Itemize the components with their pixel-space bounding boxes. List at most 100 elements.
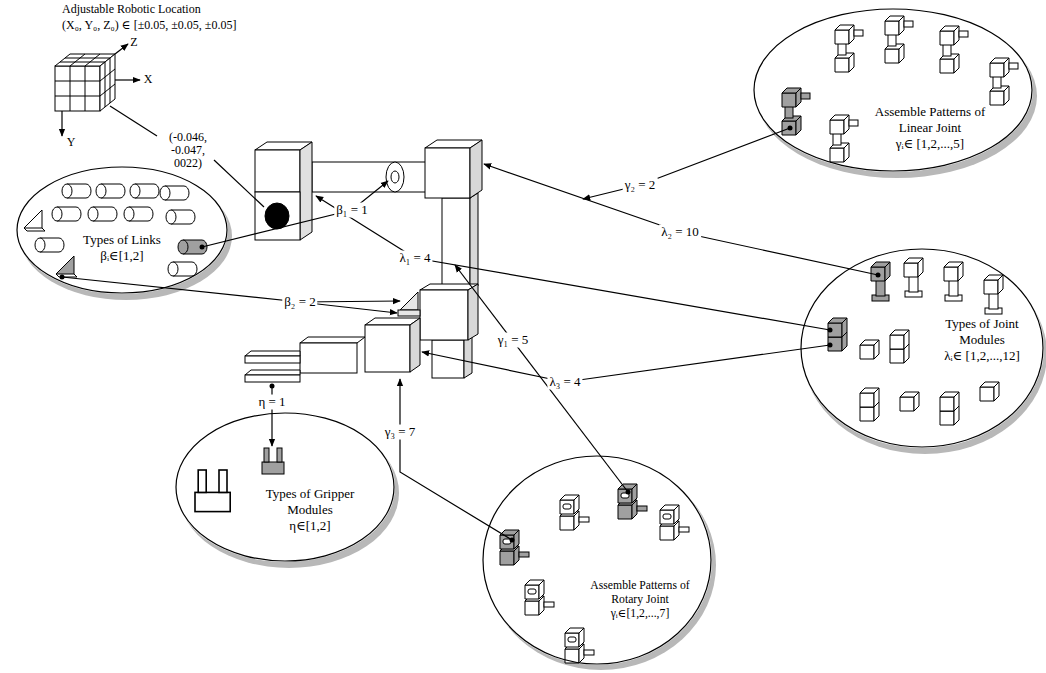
joint-module-icon: [944, 262, 963, 301]
callout-value: η = 1: [256, 395, 287, 410]
link-icon: [160, 186, 189, 200]
callout-value: λ₂ = 10: [659, 225, 701, 240]
y-axis: [61, 111, 62, 136]
link-icon: [88, 207, 117, 221]
location-grid: [55, 54, 115, 111]
ellipse-text: Assemble Patterns of Linear Jointγᵢ∈ [1,…: [849, 104, 1011, 152]
callout-ellipse: Assemble Patterns of Linear Jointγᵢ∈ [1,…: [753, 8, 1033, 172]
link-icon: [62, 184, 91, 198]
ellipse-text: Types of Joint Modulesλᵢ∈ [1,2,...,12]: [916, 316, 1046, 364]
ellipse-outline: [16, 166, 228, 294]
range-formula: η∈[1,2]: [289, 518, 330, 534]
leader-line: [400, 379, 512, 540]
callout-ellipse: Types of Joint Modulesλᵢ∈ [1,2,...,12]: [800, 248, 1044, 448]
callout-value: β₂ = 2: [282, 295, 317, 310]
gripper-icons: [195, 448, 284, 512]
coordinate-label: (-0.046, -0.047, 0022): [163, 131, 213, 170]
link-icon: [52, 207, 81, 221]
leader-line: [110, 106, 157, 136]
leader-line: [583, 128, 790, 199]
ellipse-outline: [176, 413, 394, 561]
link-icon: [56, 256, 77, 277]
x-axis: [115, 79, 140, 80]
axis-arrows: [62, 44, 140, 136]
callout-value: γ₃ = 7: [383, 425, 418, 440]
linear-pattern-icons: [782, 16, 1018, 162]
leader-line: [214, 160, 264, 207]
ellipse-shadows: [20, 14, 1046, 670]
callout-value: γ₂ = 2: [623, 178, 658, 193]
ellipse-outline: [17, 167, 227, 293]
joint-module-icon: [871, 262, 890, 301]
module-title: Types of Gripper Modules: [260, 486, 360, 518]
leader-line: [422, 345, 830, 382]
callout-value: λ₁ = 4: [397, 251, 432, 266]
ellipse-outline: [753, 8, 1033, 172]
link-icon: [124, 207, 153, 221]
range-formula: βᵢ∈[1,2]: [100, 248, 143, 264]
link-icon: [178, 240, 207, 254]
leader-line: [316, 196, 830, 330]
ellipse-ground: [753, 8, 1033, 172]
link-icon: [130, 184, 159, 198]
ellipse-outline: [801, 249, 1043, 447]
rotary-pattern-icon: [560, 495, 589, 530]
ellipse-outline: [482, 455, 712, 665]
modular-robot: [245, 140, 482, 382]
heading-text: Adjustable Robotic Location: [62, 3, 201, 17]
ellipse-outline: [483, 456, 711, 664]
leader-lines: [62, 106, 878, 540]
range-text: (X₀, Y₀, Z₀) ∈ [±0.05, ±0.05, ±0.05]: [62, 19, 236, 33]
ellipse-text: Types of Linksβᵢ∈[1,2]: [37, 232, 207, 264]
link-icon: [166, 210, 195, 224]
linear-pattern-icon: [940, 26, 968, 73]
ellipse-ground: [16, 166, 228, 294]
callout-ellipse: Assemble Patterns of Rotary Jointγᵢ∈[1,2…: [482, 455, 712, 665]
joint-module-icon: [828, 318, 847, 351]
joint-module-icon: [860, 340, 879, 359]
joint-module-icon: [984, 275, 1003, 314]
linear-pattern-icon: [835, 25, 863, 72]
ellipse-grounds: [16, 8, 1044, 665]
axis-label: Y: [67, 136, 76, 150]
leader-line: [202, 181, 388, 247]
rotary-pattern-icon: [565, 628, 594, 663]
leader-line: [484, 164, 878, 275]
module-title: Assemble Patterns of Linear Joint: [874, 104, 986, 136]
gripper-icon: [262, 448, 284, 474]
z-axis: [115, 44, 128, 54]
leader-dots: [60, 126, 881, 543]
rotary-pattern-icon: [660, 505, 689, 540]
module-title: Types of Joint Modules: [941, 316, 1023, 348]
rotary-pattern-icon: [525, 580, 554, 615]
joint-module-icon: [890, 330, 909, 363]
range-formula: λᵢ∈ [1,2,...,12]: [944, 348, 1019, 364]
ellipse-text: Types of Gripper Modulesη∈[1,2]: [235, 486, 385, 534]
leader-line: [455, 265, 628, 492]
callout-value: γ₁ = 5: [496, 333, 531, 348]
ellipse-text: Assemble Patterns of Rotary Jointγᵢ∈[1,2…: [550, 579, 730, 621]
link-icon: [96, 184, 125, 198]
axis-label: X: [144, 73, 153, 87]
joint-module-icon: [860, 388, 879, 421]
joint-module-icon: [904, 258, 923, 297]
range-formula: γᵢ∈ [1,2,...,5]: [896, 136, 964, 152]
linear-pattern-icon: [990, 58, 1018, 105]
ellipse-ground: [800, 248, 1044, 448]
range-formula: γᵢ∈[1,2,...,7]: [611, 607, 670, 621]
rotary-pattern-icons: [500, 484, 689, 663]
module-title: Types of Links: [83, 232, 161, 248]
linear-pattern-icon: [830, 115, 858, 162]
callout-value: β₁ = 1: [334, 203, 369, 218]
joint-module-icon: [940, 392, 959, 425]
linear-pattern-icon: [782, 88, 810, 135]
link-icon: [168, 262, 197, 276]
ellipse-ground: [482, 455, 712, 665]
linear-pattern-icon: [885, 16, 913, 63]
joint-module-icon: [900, 392, 919, 411]
gripper-icon: [195, 470, 230, 512]
leader-line: [62, 277, 400, 302]
link-icon: [24, 210, 45, 231]
ellipse-outline: [754, 9, 1032, 171]
